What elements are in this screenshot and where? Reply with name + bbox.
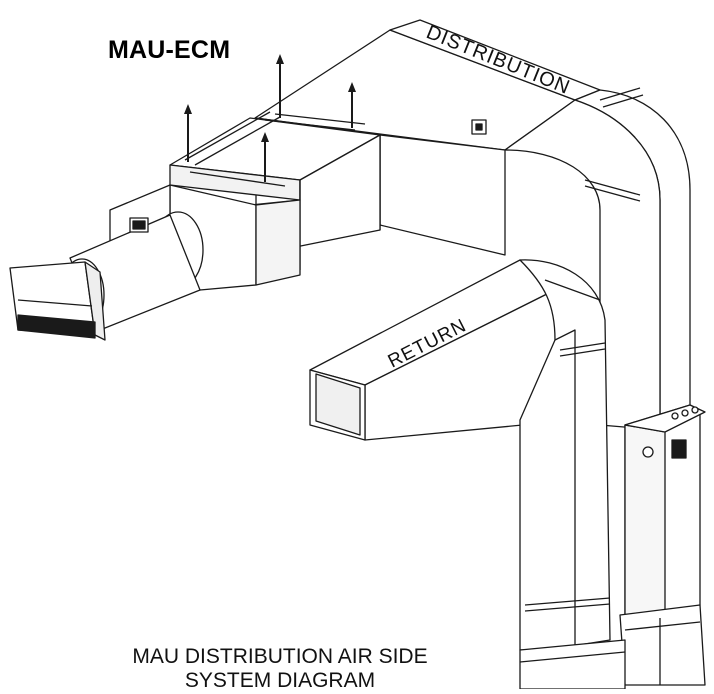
caption-line-2: SYSTEM DIAGRAM — [184, 669, 376, 692]
air-handler-cabinet — [619, 404, 706, 686]
return-plenum — [519, 639, 626, 690]
return-duct — [309, 259, 611, 651]
inlet-hood — [9, 261, 106, 341]
unit-title: MAU-ECM — [108, 36, 231, 64]
caption-line-1: MAU DISTRIBUTION AIR SIDE — [132, 645, 428, 668]
